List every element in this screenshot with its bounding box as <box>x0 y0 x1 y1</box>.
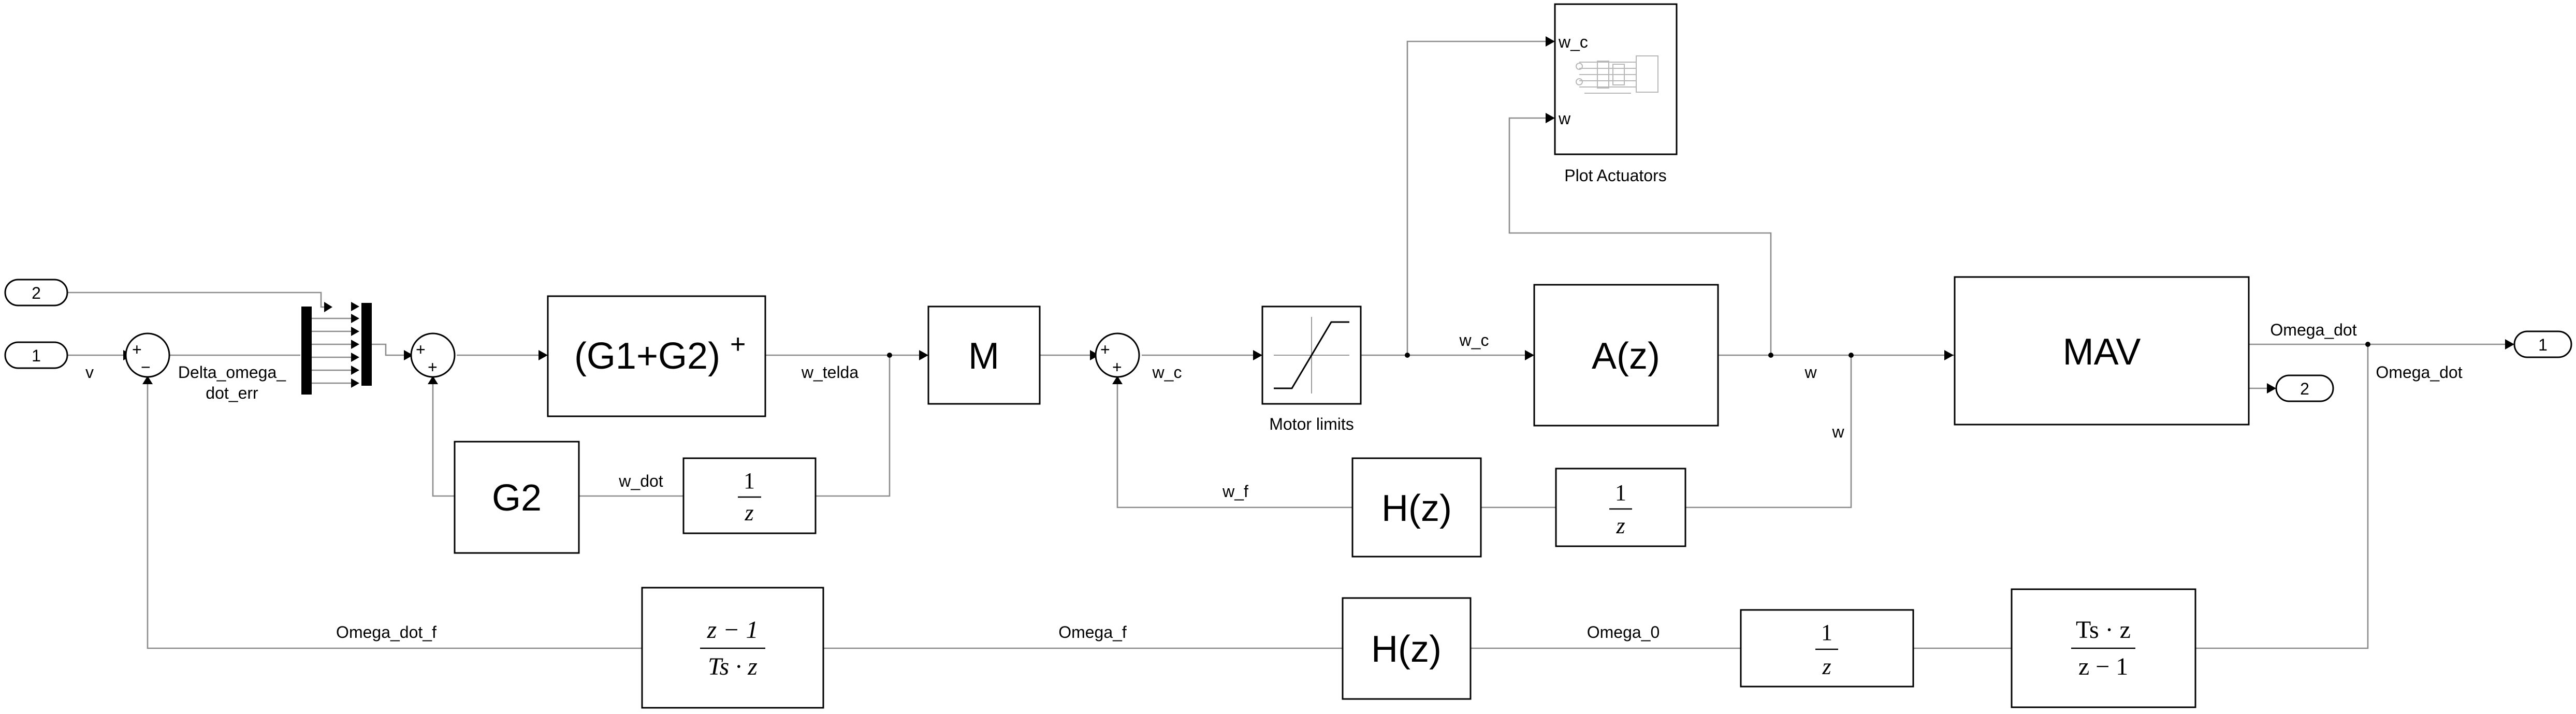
signal-delta-omega-line1: Delta_omega_ <box>178 363 286 382</box>
az-block[interactable]: A(z) <box>1533 284 1719 427</box>
sum-block-2[interactable]: + + <box>410 332 456 378</box>
plot-port-w-label: w <box>1558 109 1571 128</box>
delay1-den: z <box>744 500 753 526</box>
inport-1-label: 1 <box>32 346 41 365</box>
motor-limits-label: Motor limits <box>1269 415 1354 433</box>
signal-w-out: w <box>1804 363 1817 382</box>
m-label: M <box>968 336 999 377</box>
signal-w-feedback: w <box>1831 422 1844 441</box>
delay3-num: 1 <box>1821 620 1832 645</box>
signal-omega-dot-out: Omega_dot <box>2376 363 2462 382</box>
sum2-sign-top: + <box>416 340 426 359</box>
signal-omega-0: Omega_0 <box>1587 623 1660 642</box>
sum1-sign-bottom: − <box>141 358 151 376</box>
signal-w-dot: w_dot <box>618 472 663 490</box>
pseudoinverse-superscript: + <box>730 329 746 359</box>
unit-delay-block-3[interactable]: 1 z <box>1740 609 1914 688</box>
g2-block[interactable]: G2 <box>454 441 580 554</box>
signal-delta-omega-line2: dot_err <box>206 384 258 402</box>
inport-2-label: 2 <box>32 284 41 302</box>
signal-w-telda: w_telda <box>801 363 859 382</box>
signal-labels: v Delta_omega_ dot_err w_telda w_dot w_c… <box>85 320 2463 642</box>
sum3-sign-top: + <box>1100 340 1110 359</box>
hz1-label: H(z) <box>1381 488 1452 529</box>
signal-omega-dot-f: Omega_dot_f <box>336 623 436 642</box>
plot-actuators-label: Plot Actuators <box>1564 166 1666 185</box>
pseudoinverse-label: (G1+G2) <box>574 336 720 377</box>
diff-den: Ts · z <box>708 653 758 680</box>
outport-1-label: 1 <box>2538 336 2548 354</box>
signal-w-c-sum: w_c <box>1152 363 1182 382</box>
mux2-in-arrow-3 <box>351 327 359 336</box>
mux2-in-arrow-1 <box>351 302 359 311</box>
unit-delay-block-1[interactable]: 1 z <box>682 457 817 534</box>
outport-2-label: 2 <box>2300 380 2309 398</box>
delay2-den: z <box>1616 513 1625 538</box>
mav-block[interactable]: MAV <box>1954 276 2250 426</box>
hz-block-1[interactable]: H(z) <box>1351 457 1482 558</box>
outport-2[interactable]: 2 <box>2275 374 2334 402</box>
inport-1[interactable]: 1 <box>4 341 68 369</box>
integ-den: z − 1 <box>2078 653 2128 680</box>
integ-num: Ts · z <box>2076 616 2131 644</box>
mux2-in-arrow-4 <box>351 340 359 349</box>
mux2-in-arrow-5 <box>351 353 359 362</box>
signal-omega-f: Omega_f <box>1058 623 1127 642</box>
signal-v: v <box>85 363 94 382</box>
mux-block-2[interactable] <box>351 302 372 388</box>
diff-num: z − 1 <box>706 616 758 644</box>
pseudoinverse-block[interactable]: (G1+G2) + <box>547 295 766 417</box>
branch-points <box>887 342 2370 358</box>
signal-w-c-sat: w_c <box>1459 331 1489 349</box>
saturation-block[interactable]: Motor limits <box>1261 305 1362 433</box>
mux-block[interactable] <box>301 307 312 395</box>
delay3-den: z <box>1822 654 1831 679</box>
hz2-label: H(z) <box>1371 629 1442 670</box>
inport-2[interactable]: 2 <box>4 279 68 307</box>
subsystem-preview-icon <box>1576 55 1658 94</box>
plot-actuators-block[interactable]: w_c w Plot Actuators <box>1554 3 1678 185</box>
delay2-num: 1 <box>1615 480 1626 505</box>
saturation-curve-icon <box>1274 321 1349 389</box>
mux2-in-arrow-6 <box>351 366 359 375</box>
mux2-in-arrow-7 <box>351 378 359 388</box>
outport-1[interactable]: 1 <box>2513 330 2572 358</box>
unit-delay-block-2[interactable]: 1 z <box>1555 468 1686 547</box>
mux2-in-arrow-2 <box>351 314 359 323</box>
signal-wires <box>67 40 2505 649</box>
signal-w-f: w_f <box>1222 482 1248 501</box>
hz-block-2[interactable]: H(z) <box>1342 597 1472 700</box>
m-block[interactable]: M <box>927 305 1041 405</box>
sum2-sign-bottom: + <box>428 358 438 376</box>
sum1-sign-top: + <box>132 340 142 359</box>
delay1-num: 1 <box>744 468 755 493</box>
signal-omega-dot-mav: Omega_dot <box>2270 320 2356 339</box>
sum-block-1[interactable]: + − <box>125 332 170 378</box>
g2-label: G2 <box>492 477 542 519</box>
mav-label: MAV <box>2063 331 2141 373</box>
discrete-integrator-block[interactable]: Ts · z z − 1 <box>2011 588 2196 708</box>
sum3-sign-bottom: + <box>1112 358 1122 376</box>
discrete-derivative-block[interactable]: z − 1 Ts · z <box>641 587 824 709</box>
plot-port-wc-label: w_c <box>1558 33 1588 51</box>
az-label: A(z) <box>1592 336 1660 377</box>
sum-block-3[interactable]: + + <box>1095 332 1140 378</box>
